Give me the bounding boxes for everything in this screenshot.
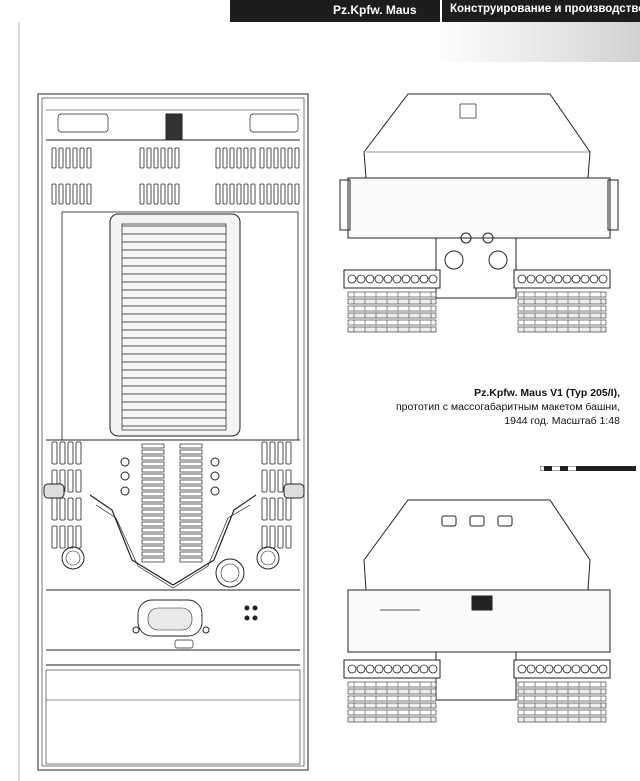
page-edge xyxy=(18,22,20,781)
rear-hatch xyxy=(137,599,203,637)
turret-rear xyxy=(363,499,591,591)
caption-title: Pz.Kpfw. Maus V1 (Typ 205/I), xyxy=(474,387,620,399)
corner-shade xyxy=(430,22,640,62)
scale-bar xyxy=(540,466,636,471)
caption-description: прототип с массогабаритным макетом башни… xyxy=(396,401,620,413)
turret-front xyxy=(363,93,591,179)
figure-caption: Pz.Kpfw. Maus V1 (Typ 205/I), прототип с… xyxy=(330,386,620,428)
hull-outline xyxy=(37,93,309,771)
header-divider xyxy=(440,0,442,22)
rear-view xyxy=(343,499,611,723)
caption-year-scale: 1944 год. Масштаб 1:48 xyxy=(504,415,620,427)
header-title-left: Pz.Kpfw. Maus xyxy=(333,3,417,17)
hull-front xyxy=(347,177,611,239)
engine-deck xyxy=(109,213,241,437)
hull-top-view xyxy=(37,93,309,771)
header-bar xyxy=(230,0,640,22)
front-hatch xyxy=(165,113,183,141)
header-title-right: Конструирование и производство xyxy=(450,3,640,15)
front-view xyxy=(339,93,619,333)
exhaust-chevron xyxy=(89,494,257,586)
page-header: Pz.Kpfw. Maus Конструирование и производ… xyxy=(0,0,640,22)
